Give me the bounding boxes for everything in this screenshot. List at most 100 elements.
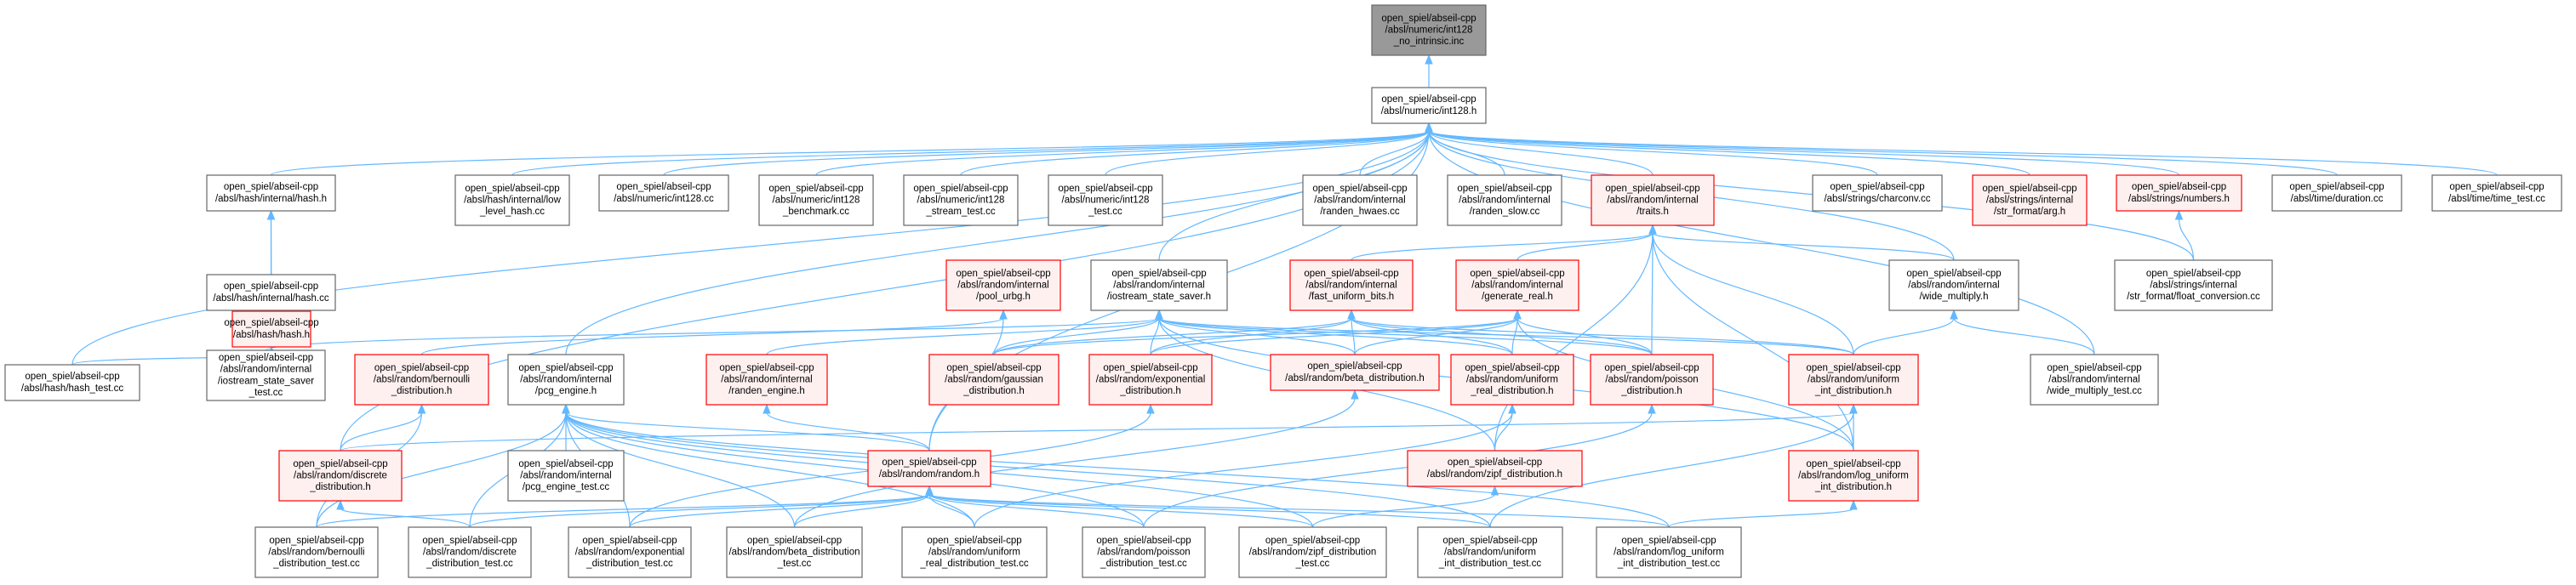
- node-n33[interactable]: open_spiel/abseil-cpp/absl/random/poisso…: [1590, 354, 1714, 406]
- node-n13[interactable]: open_spiel/abseil-cpp/absl/strings/numbe…: [2116, 174, 2242, 212]
- node-n29[interactable]: open_spiel/abseil-cpp/absl/random/gaussi…: [928, 354, 1060, 406]
- node-n31[interactable]: open_spiel/abseil-cpp/absl/random/beta_d…: [1270, 354, 1440, 391]
- node-n25[interactable]: open_spiel/abseil-cpp/absl/random/intern…: [206, 349, 326, 401]
- node-n28[interactable]: open_spiel/abseil-cpp/absl/random/intern…: [705, 354, 828, 406]
- node-n37[interactable]: open_spiel/abseil-cpp/absl/random/intern…: [507, 450, 625, 502]
- edge-line: [1158, 317, 1854, 355]
- node-n5[interactable]: open_spiel/abseil-cpp/absl/numeric/int12…: [758, 174, 874, 226]
- node-n2[interactable]: open_spiel/abseil-cpp/absl/hash/internal…: [206, 174, 336, 212]
- edge-arrowhead: [1425, 54, 1433, 65]
- node-n45[interactable]: open_spiel/abseil-cpp/absl/random/unifor…: [901, 526, 1048, 578]
- node-n20[interactable]: open_spiel/abseil-cpp/absl/random/intern…: [1090, 259, 1228, 311]
- node-n24[interactable]: open_spiel/abseil-cpp/absl/strings/inter…: [2114, 259, 2273, 311]
- node-n40[interactable]: open_spiel/abseil-cpp/absl/random/log_un…: [1788, 450, 1919, 502]
- edge-n27-to-n1: [565, 122, 1433, 355]
- node-n27[interactable]: open_spiel/abseil-cpp/absl/random/intern…: [507, 354, 625, 406]
- node-n48[interactable]: open_spiel/abseil-cpp/absl/random/unifor…: [1417, 526, 1563, 578]
- node-label-line: /absl/random/bernoulli: [374, 375, 470, 385]
- node-box: [1788, 450, 1919, 502]
- node-n17[interactable]: open_spiel/abseil-cpp/absl/hash/internal…: [206, 274, 336, 311]
- node-n8[interactable]: open_spiel/abseil-cpp/absl/random/intern…: [1302, 174, 1418, 226]
- node-label-line: /absl/random/log_uniform: [1798, 471, 1909, 481]
- node-label-line: /absl/hash/internal/low: [464, 196, 561, 206]
- node-n6[interactable]: open_spiel/abseil-cpp/absl/numeric/int12…: [903, 174, 1019, 226]
- edge-line: [420, 317, 1004, 355]
- edge-arrowhead: [562, 403, 570, 414]
- node-box: [206, 174, 336, 212]
- node-n32[interactable]: open_spiel/abseil-cpp/absl/random/unifor…: [1450, 354, 1574, 406]
- edge-arrowhead: [1508, 403, 1516, 414]
- edge-arrowhead: [266, 209, 276, 220]
- node-n14[interactable]: open_spiel/abseil-cpp/absl/time/duration…: [2271, 174, 2402, 212]
- node-n16[interactable]: open_spiel/abseil-cpp/absl/hash/hash.h: [224, 310, 319, 348]
- node-label-line: _distribution.h: [1119, 386, 1181, 396]
- edge-n41-to-n38: [316, 485, 934, 528]
- node-n7[interactable]: open_spiel/abseil-cpp/absl/numeric/int12…: [1048, 174, 1163, 226]
- node-n43[interactable]: open_spiel/abseil-cpp/absl/random/expone…: [568, 526, 692, 578]
- node-label-line: _distribution_test.cc: [585, 559, 673, 569]
- node-label-line: open_spiel/abseil-cpp: [1448, 457, 1542, 468]
- edge-arrowhead: [1849, 499, 1858, 510]
- edge-line: [766, 412, 930, 452]
- node-n30[interactable]: open_spiel/abseil-cpp/absl/random/expone…: [1088, 354, 1213, 406]
- edge-line: [1494, 232, 1654, 452]
- node-label-line: /absl/random/bernoulli: [268, 548, 364, 558]
- node-n23[interactable]: open_spiel/abseil-cpp/absl/random/intern…: [1888, 259, 2019, 311]
- node-n15[interactable]: open_spiel/abseil-cpp/absl/time/time_tes…: [2431, 174, 2562, 212]
- node-box: [1417, 526, 1563, 578]
- node-n21[interactable]: open_spiel/abseil-cpp/absl/random/intern…: [1289, 259, 1414, 311]
- node-n34[interactable]: open_spiel/abseil-cpp/absl/random/unifor…: [1788, 354, 1919, 406]
- edge-n49-to-n27: [562, 403, 1670, 528]
- node-n18[interactable]: open_spiel/abseil-cpp/absl/hash/hash_tes…: [4, 364, 140, 401]
- node-n44[interactable]: open_spiel/abseil-cpp/absl/random/beta_d…: [726, 526, 863, 578]
- node-label-line: open_spiel/abseil-cpp: [1381, 94, 1476, 105]
- edge-arrowhead: [417, 403, 426, 414]
- edge-n8-to-n1: [1359, 122, 1433, 176]
- node-label-line: _stream_test.cc: [925, 207, 995, 217]
- edge-line: [1428, 130, 1878, 176]
- edge-line: [1652, 232, 1854, 452]
- node-n42[interactable]: open_spiel/abseil-cpp/absl/random/discre…: [408, 526, 532, 578]
- edge-line: [1651, 232, 1654, 355]
- node-label-line: open_spiel/abseil-cpp: [2449, 182, 2544, 192]
- node-label-line: /pcg_engine_test.cc: [523, 482, 610, 492]
- edge-n48-to-n34: [1489, 403, 1858, 528]
- edge-line: [1354, 317, 1518, 355]
- node-n26[interactable]: open_spiel/abseil-cpp/absl/random/bernou…: [354, 354, 489, 406]
- node-n49[interactable]: open_spiel/abseil-cpp/absl/random/log_un…: [1596, 526, 1742, 578]
- node-label-line: _distribution.h: [1620, 386, 1682, 396]
- node-n38[interactable]: open_spiel/abseil-cpp/absl/random/random…: [867, 450, 991, 487]
- node-n12[interactable]: open_spiel/abseil-cpp/absl/strings/inter…: [1972, 174, 2088, 226]
- node-label-line: /absl/strings/internal: [1986, 196, 2073, 206]
- edge-line: [565, 412, 930, 452]
- node-n9[interactable]: open_spiel/abseil-cpp/absl/random/intern…: [1447, 174, 1562, 226]
- node-n4[interactable]: open_spiel/abseil-cpp/absl/numeric/int12…: [598, 174, 729, 212]
- graph-edges: [71, 54, 2498, 528]
- node-n1[interactable]: open_spiel/abseil-cpp/absl/numeric/int12…: [1371, 87, 1487, 124]
- node-box: [507, 450, 625, 502]
- edge-line: [993, 317, 1160, 355]
- node-n10[interactable]: open_spiel/abseil-cpp/absl/random/intern…: [1591, 174, 1715, 226]
- node-n19[interactable]: open_spiel/abseil-cpp/absl/random/intern…: [945, 259, 1061, 311]
- node-n22[interactable]: open_spiel/abseil-cpp/absl/random/intern…: [1455, 259, 1579, 311]
- node-n41[interactable]: open_spiel/abseil-cpp/absl/random/bernou…: [254, 526, 379, 578]
- node-n47[interactable]: open_spiel/abseil-cpp/absl/random/zipf_d…: [1238, 526, 1387, 578]
- node-n11[interactable]: open_spiel/abseil-cpp/absl/strings/charc…: [1812, 174, 1943, 212]
- node-box: [1048, 174, 1163, 226]
- node-box: [278, 450, 403, 502]
- edge-arrowhead: [1950, 309, 1958, 320]
- node-label-line: open_spiel/abseil-cpp: [2289, 182, 2384, 192]
- edge-line: [1428, 130, 2498, 176]
- edge-line: [1428, 130, 2095, 355]
- node-n46[interactable]: open_spiel/abseil-cpp/absl/random/poisso…: [1082, 526, 1206, 578]
- edge-n49-to-n38: [925, 485, 1670, 528]
- node-box: [2271, 174, 2402, 212]
- node-n39[interactable]: open_spiel/abseil-cpp/absl/random/zipf_d…: [1407, 450, 1583, 487]
- node-n35[interactable]: open_spiel/abseil-cpp/absl/random/intern…: [2030, 354, 2159, 406]
- edge-line: [766, 317, 1160, 355]
- node-n0[interactable]: open_spiel/abseil-cpp/absl/numeric/int12…: [1371, 4, 1487, 56]
- node-n3[interactable]: open_spiel/abseil-cpp/absl/hash/internal…: [454, 174, 570, 226]
- node-box: [903, 174, 1019, 226]
- node-n36[interactable]: open_spiel/abseil-cpp/absl/random/discre…: [278, 450, 403, 502]
- node-label-line: _distribution_test.cc: [1100, 559, 1187, 569]
